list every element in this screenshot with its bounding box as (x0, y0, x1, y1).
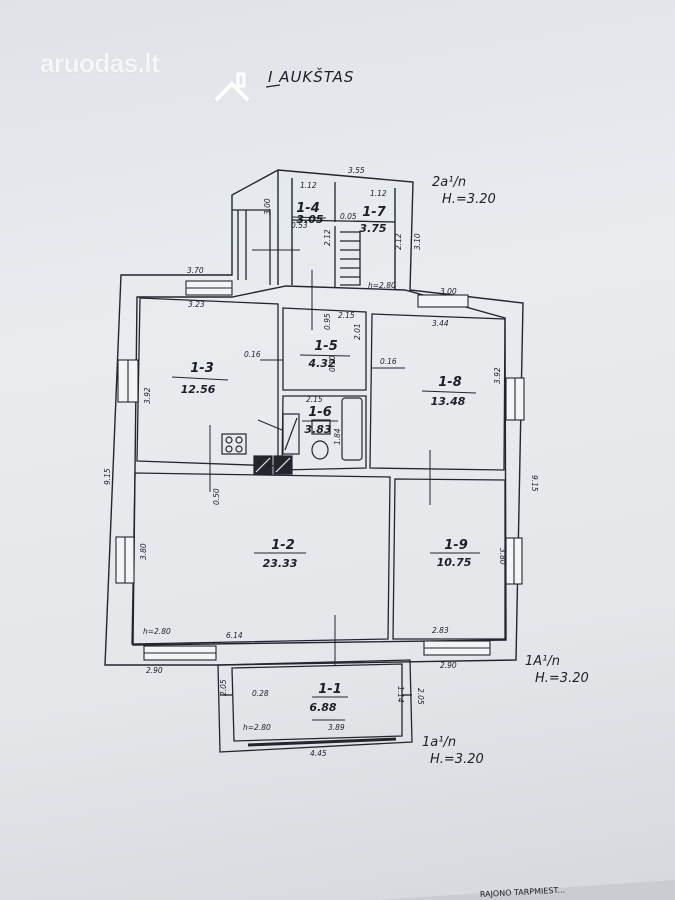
svg-text:1-4: 1-4 (296, 201, 320, 216)
room-1-4: 1-4 3.05 (291, 201, 327, 226)
svg-text:H.=3.20: H.=3.20 (535, 671, 589, 686)
bathtub-icon (341, 397, 363, 461)
sink-icon (311, 419, 331, 435)
svg-text:13.48: 13.48 (431, 395, 466, 408)
svg-text:3.75: 3.75 (359, 222, 386, 235)
room-1-5: 1-5 4.32 (299, 339, 351, 370)
svg-text:3.10: 3.10 (413, 233, 422, 250)
svg-text:1-9: 1-9 (444, 538, 468, 553)
svg-text:9.15: 9.15 (530, 475, 539, 492)
svg-text:6.14: 6.14 (226, 631, 243, 640)
svg-text:3.89: 3.89 (328, 723, 345, 732)
svg-text:2.90: 2.90 (440, 661, 457, 670)
svg-text:1.14: 1.14 (396, 686, 405, 703)
svg-text:1a¹/n: 1a¹/n (422, 735, 456, 750)
svg-text:1-2: 1-2 (271, 538, 295, 553)
svg-text:I AUKŠTAS: I AUKŠTAS (268, 67, 354, 86)
house-icon (214, 72, 250, 102)
svg-text:0.16: 0.16 (380, 357, 397, 366)
svg-text:0.05: 0.05 (340, 212, 357, 221)
svg-text:1-8: 1-8 (438, 375, 462, 390)
windows (115, 280, 525, 661)
svg-text:2.83: 2.83 (432, 626, 449, 635)
svg-text:1.84: 1.84 (333, 428, 342, 445)
room-1-7: 1-7 3.75 (351, 205, 395, 235)
svg-text:0.10: 0.10 (328, 355, 337, 372)
dimensions: 3.55 1.12 1.12 3.00 3.10 0.53 0.05 2.12 … (103, 166, 539, 758)
svg-text:3.80: 3.80 (139, 543, 148, 560)
svg-text:2.12: 2.12 (323, 229, 332, 246)
svg-text:1.12: 1.12 (370, 189, 387, 198)
svg-text:0.16: 0.16 (244, 350, 261, 359)
svg-text:3.00: 3.00 (263, 198, 272, 215)
height-notes: 2a¹/n H.=3.20 1A¹/n H.=3.20 1a¹/n H.=3.2… (422, 175, 589, 767)
svg-text:2.15: 2.15 (306, 395, 323, 404)
svg-text:2.12: 2.12 (394, 233, 403, 250)
svg-text:3.92: 3.92 (493, 367, 502, 384)
room-1-2: 1-2 23.33 (254, 538, 306, 570)
svg-text:RAJONO TARPMIEST...: RAJONO TARPMIEST... (480, 886, 566, 899)
svg-text:4.45: 4.45 (310, 749, 327, 758)
svg-text:1-1: 1-1 (318, 682, 342, 697)
room-1-1: 1-1 6.88 (309, 682, 348, 714)
room-1-6: 1-6 3.83 (302, 405, 338, 436)
room-1-3: 1-3 12.56 (171, 361, 229, 396)
svg-text:0.53: 0.53 (291, 221, 308, 230)
svg-text:6.88: 6.88 (309, 701, 336, 714)
svg-text:1-6: 1-6 (308, 405, 332, 420)
watermark-logo: aruodas.lt (40, 48, 250, 102)
svg-text:12.56: 12.56 (181, 383, 216, 396)
svg-text:3.05: 3.05 (296, 213, 323, 226)
svg-text:9.15: 9.15 (103, 468, 112, 485)
svg-text:2.90: 2.90 (146, 666, 163, 675)
svg-text:3.83: 3.83 (304, 423, 331, 436)
svg-text:3.23: 3.23 (188, 300, 205, 309)
svg-text:23.33: 23.33 (263, 557, 298, 570)
room-1-8: 1-8 13.48 (421, 375, 477, 408)
stamp-strip: RAJONO TARPMIEST... (380, 880, 675, 900)
svg-text:h=2.80: h=2.80 (368, 281, 396, 290)
bathroom-fixtures (221, 397, 363, 475)
svg-text:2.05: 2.05 (219, 679, 228, 696)
svg-text:2.05: 2.05 (416, 688, 425, 705)
svg-text:3.80: 3.80 (498, 548, 507, 565)
svg-text:1-5: 1-5 (314, 339, 338, 354)
svg-text:1A¹/n: 1A¹/n (525, 654, 560, 669)
svg-text:3.70: 3.70 (187, 266, 204, 275)
svg-text:2.01: 2.01 (353, 323, 362, 340)
svg-text:H.=3.20: H.=3.20 (430, 752, 484, 767)
svg-text:2a¹/n: 2a¹/n (432, 175, 466, 190)
svg-text:3.44: 3.44 (432, 319, 449, 328)
svg-text:1.12: 1.12 (300, 181, 317, 190)
svg-text:h=2.80: h=2.80 (143, 627, 171, 636)
svg-text:1-3: 1-3 (190, 361, 214, 376)
svg-text:10.75: 10.75 (437, 556, 472, 569)
svg-text:0.50: 0.50 (212, 488, 221, 505)
svg-text:0.95: 0.95 (323, 313, 332, 330)
svg-text:2.15: 2.15 (338, 311, 355, 320)
svg-text:4.32: 4.32 (307, 357, 335, 370)
room-1-9: 1-9 10.75 (430, 538, 480, 569)
toilet-icon (311, 440, 329, 460)
svg-text:1-7: 1-7 (362, 205, 386, 220)
veranda (217, 659, 413, 753)
floor-title: I AUKŠTAS (265, 67, 354, 88)
room-labels: 1-1 6.88 1-2 23.33 1-3 12.56 1-4 3.05 1-… (171, 201, 480, 714)
svg-text:3.92: 3.92 (143, 387, 152, 404)
svg-text:3.00: 3.00 (440, 287, 457, 296)
svg-text:3.55: 3.55 (348, 166, 365, 175)
door-lines (209, 249, 431, 721)
svg-text:h=2.80: h=2.80 (243, 723, 271, 732)
svg-text:H.=3.20: H.=3.20 (442, 192, 496, 207)
svg-text:0.28: 0.28 (252, 689, 269, 698)
